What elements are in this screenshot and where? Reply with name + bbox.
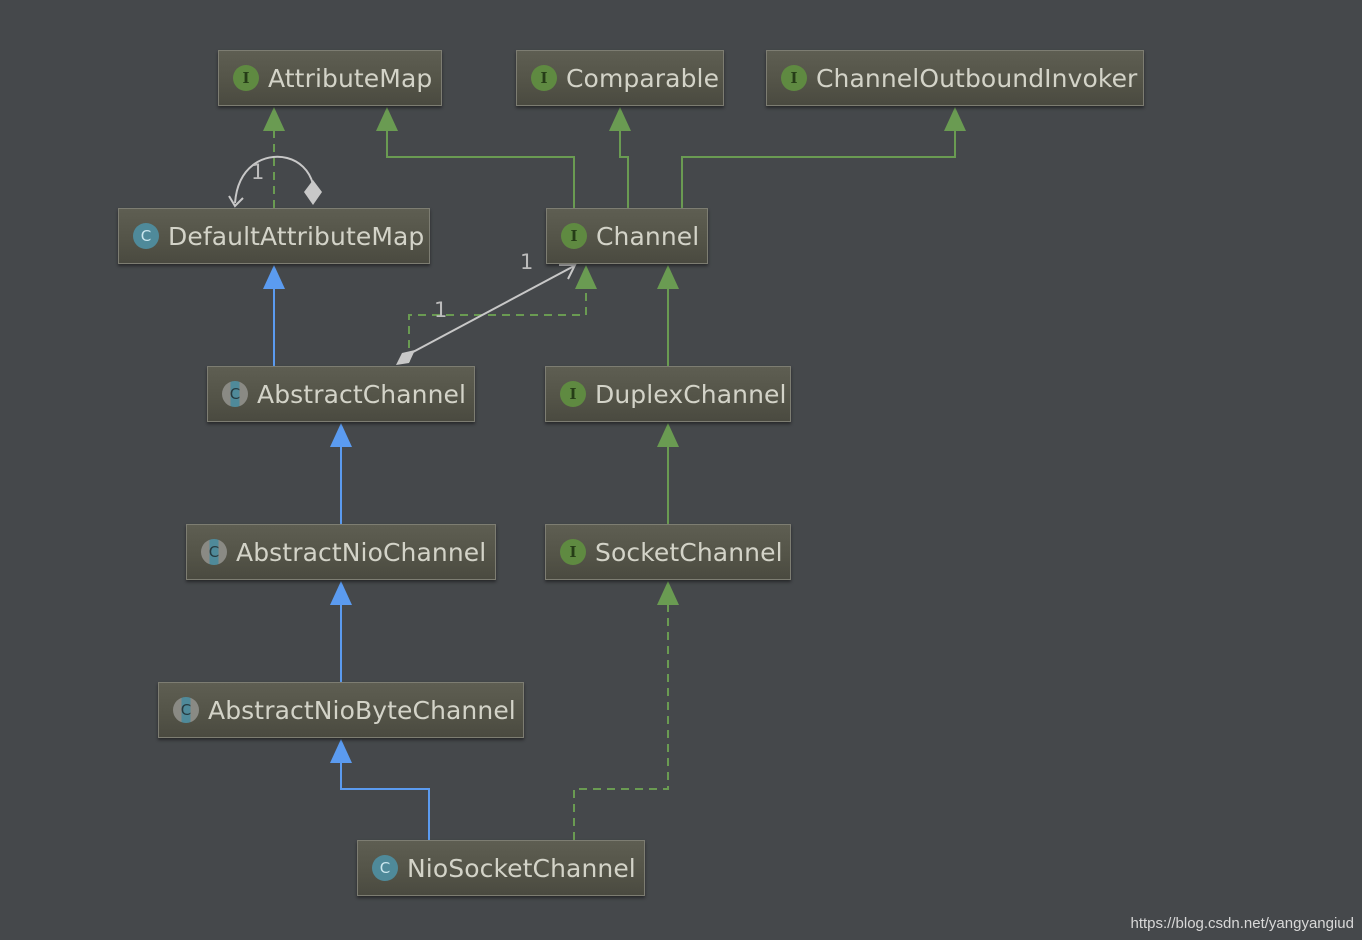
composition-diamond xyxy=(304,180,322,205)
node-label: DuplexChannel xyxy=(595,379,787,409)
interface-icon: I xyxy=(233,65,259,91)
implements-connector xyxy=(573,604,669,840)
socketchannel-node[interactable]: I SocketChannel xyxy=(545,524,791,580)
node-label: AbstractNioChannel xyxy=(236,537,487,567)
node-label: Comparable xyxy=(566,63,720,93)
channel-node[interactable]: I Channel xyxy=(546,208,708,264)
extends-connector xyxy=(619,130,629,208)
multiplicity-label: 1 xyxy=(251,160,265,184)
interface-icon: I xyxy=(781,65,807,91)
watermark: https://blog.csdn.net/yangyangiud xyxy=(1130,915,1355,932)
node-label: NioSocketChannel xyxy=(407,853,636,883)
abstractniochannel-node[interactable]: C AbstractNioChannel xyxy=(186,524,496,580)
node-label: SocketChannel xyxy=(595,537,783,567)
interface-icon: I xyxy=(560,381,586,407)
interface-icon: I xyxy=(560,539,586,565)
abstractchannel-node[interactable]: C AbstractChannel xyxy=(207,366,475,422)
arrowhead xyxy=(657,423,679,447)
arrowhead xyxy=(330,739,352,763)
defaultattributemap-node[interactable]: C DefaultAttributeMap xyxy=(118,208,430,264)
extends-connector xyxy=(340,762,430,840)
arrowhead xyxy=(263,107,285,131)
interface-icon: I xyxy=(531,65,557,91)
arrowhead xyxy=(330,581,352,605)
open-arrowhead xyxy=(228,195,244,208)
arrowhead xyxy=(376,107,398,131)
arrowhead xyxy=(657,265,679,289)
arrowhead xyxy=(657,581,679,605)
class-icon: C xyxy=(133,223,159,249)
attributemap-node[interactable]: I AttributeMap xyxy=(218,50,442,106)
open-arrowhead xyxy=(559,264,577,280)
arrowhead xyxy=(330,423,352,447)
abstractniobytechannel-node[interactable]: C AbstractNioByteChannel xyxy=(158,682,524,738)
composition-diamond xyxy=(396,350,415,365)
channeloutboundinvoker-node[interactable]: I ChannelOutboundInvoker xyxy=(766,50,1144,106)
node-label: DefaultAttributeMap xyxy=(168,221,425,251)
arrowhead xyxy=(263,265,285,289)
extends-connector xyxy=(681,130,956,208)
duplexchannel-node[interactable]: I DuplexChannel xyxy=(545,366,791,422)
multiplicity-label: 1 xyxy=(520,250,534,274)
niosocketchannel-node[interactable]: C NioSocketChannel xyxy=(357,840,645,896)
class-icon: C xyxy=(372,855,398,881)
extends-connector xyxy=(386,130,575,208)
arrowhead xyxy=(575,265,597,289)
arrowhead xyxy=(944,107,966,131)
abstract-class-icon: C xyxy=(173,697,199,723)
node-label: AttributeMap xyxy=(268,63,433,93)
abstract-class-icon: C xyxy=(222,381,248,407)
abstract-class-icon: C xyxy=(201,539,227,565)
multiplicity-label: 1 xyxy=(434,298,448,322)
comparable-node[interactable]: I Comparable xyxy=(516,50,724,106)
node-label: AbstractNioByteChannel xyxy=(208,695,516,725)
node-label: Channel xyxy=(596,221,700,251)
node-label: AbstractChannel xyxy=(257,379,467,409)
association-connector xyxy=(234,155,314,204)
association-connector xyxy=(412,265,575,353)
interface-icon: I xyxy=(561,223,587,249)
arrowhead xyxy=(609,107,631,131)
node-label: ChannelOutboundInvoker xyxy=(816,63,1138,93)
